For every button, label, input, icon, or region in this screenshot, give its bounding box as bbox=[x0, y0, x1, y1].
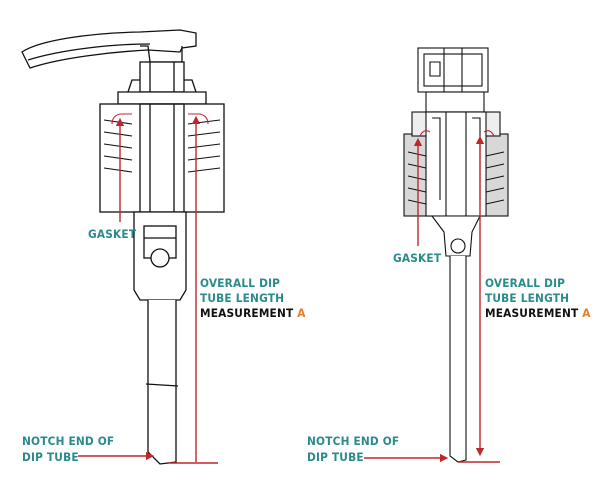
right-pump-head bbox=[417, 47, 489, 93]
right-dip-tube bbox=[449, 256, 467, 463]
right-dip-line1: OVERALL DIP bbox=[485, 276, 566, 290]
right-gasket-label: GASKET bbox=[393, 251, 442, 265]
right-notch-line2: DIP TUBE bbox=[307, 450, 364, 464]
left-dip-tube bbox=[147, 300, 177, 465]
left-pump-nozzle bbox=[21, 29, 197, 69]
right-measurement-word: MEASUREMENT A bbox=[485, 306, 591, 320]
left-measurement-letter: A bbox=[297, 306, 306, 320]
left-notch-line2: DIP TUBE bbox=[22, 450, 79, 464]
left-measurement-word: MEASUREMENT A bbox=[200, 306, 306, 320]
right-dip-line2: TUBE LENGTH bbox=[485, 291, 570, 305]
left-dip-line2: TUBE LENGTH bbox=[200, 291, 285, 305]
left-gasket-label: GASKET bbox=[88, 227, 137, 241]
left-measurement-text: MEASUREMENT bbox=[200, 306, 294, 320]
left-pump-drawing bbox=[21, 29, 225, 465]
right-measurement-letter: A bbox=[582, 306, 591, 320]
left-pump-cap-top bbox=[117, 91, 207, 105]
left-dip-line1: OVERALL DIP bbox=[200, 276, 281, 290]
right-measurement-text: MEASUREMENT bbox=[485, 306, 579, 320]
right-notch-line1: NOTCH END OF bbox=[307, 434, 400, 448]
left-notch-line1: NOTCH END OF bbox=[22, 434, 115, 448]
